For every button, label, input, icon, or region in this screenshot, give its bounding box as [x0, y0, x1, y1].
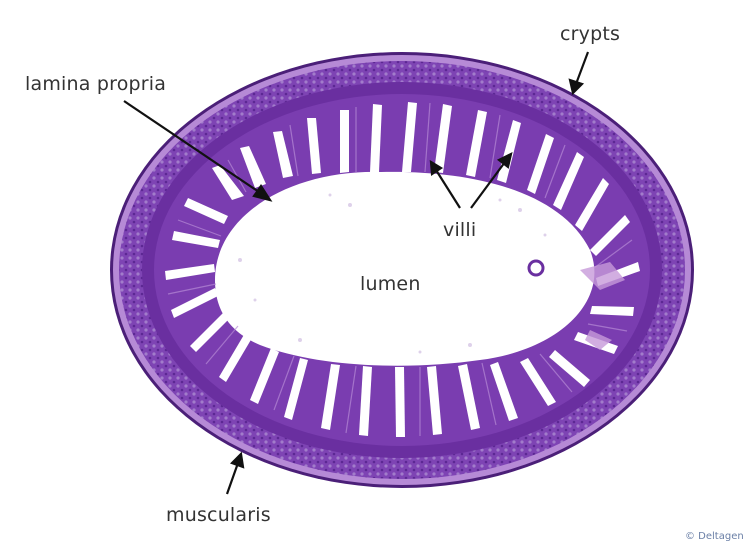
label-lamina-propria: lamina propria [25, 73, 167, 95]
annotation-arrows [123, 51, 590, 495]
label-villi: villi [443, 219, 477, 241]
label-crypts: crypts [560, 23, 621, 45]
label-lumen: lumen [360, 273, 421, 295]
villi-gaps [165, 102, 640, 437]
copyright-credit: © Deltagen [685, 531, 744, 542]
lumen-area [215, 171, 595, 366]
label-muscularis: muscularis [166, 504, 271, 526]
